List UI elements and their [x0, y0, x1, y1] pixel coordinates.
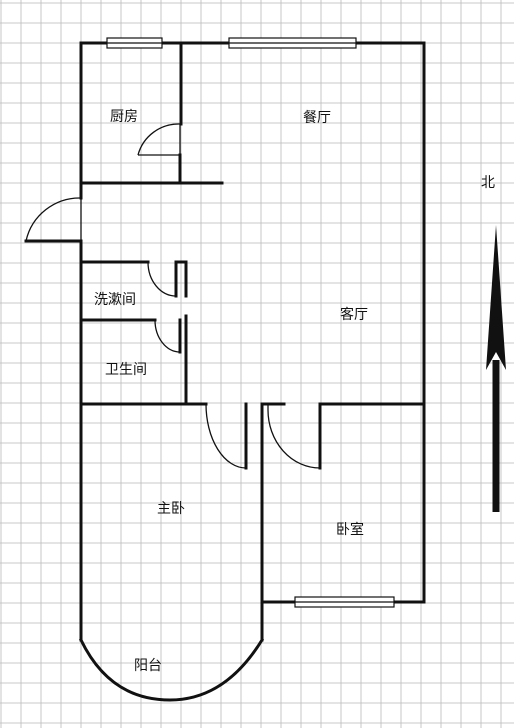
door-bedroom	[267, 404, 321, 469]
door-entry	[25, 197, 82, 242]
windows	[106, 37, 395, 608]
label-kitchen: 厨房	[110, 109, 138, 125]
door-master-bedroom	[205, 403, 247, 469]
label-dining: 餐厅	[303, 110, 331, 126]
door-kitchen	[137, 123, 181, 156]
compass-label: 北	[481, 175, 495, 191]
window-bedroom	[294, 596, 395, 608]
window-dining	[228, 37, 357, 49]
label-living: 客厅	[340, 306, 368, 323]
north-arrow-icon	[486, 225, 506, 512]
doors	[25, 123, 321, 469]
label-master-bedroom: 主卧	[157, 501, 185, 517]
door-bathroom	[154, 319, 181, 353]
label-balcony: 阳台	[134, 658, 162, 674]
walls	[24, 41, 426, 642]
label-laundry: 洗漱间	[94, 292, 136, 308]
door-laundry	[147, 261, 177, 297]
compass: 北	[481, 175, 506, 512]
label-bathroom: 卫生间	[105, 362, 147, 378]
balcony-outline	[78, 637, 265, 702]
label-bedroom: 卧室	[336, 521, 364, 538]
window-kitchen	[106, 37, 163, 49]
room-labels: 厨房 餐厅 客厅 洗漱间 卫生间 主卧 卧室 阳台	[94, 109, 368, 674]
